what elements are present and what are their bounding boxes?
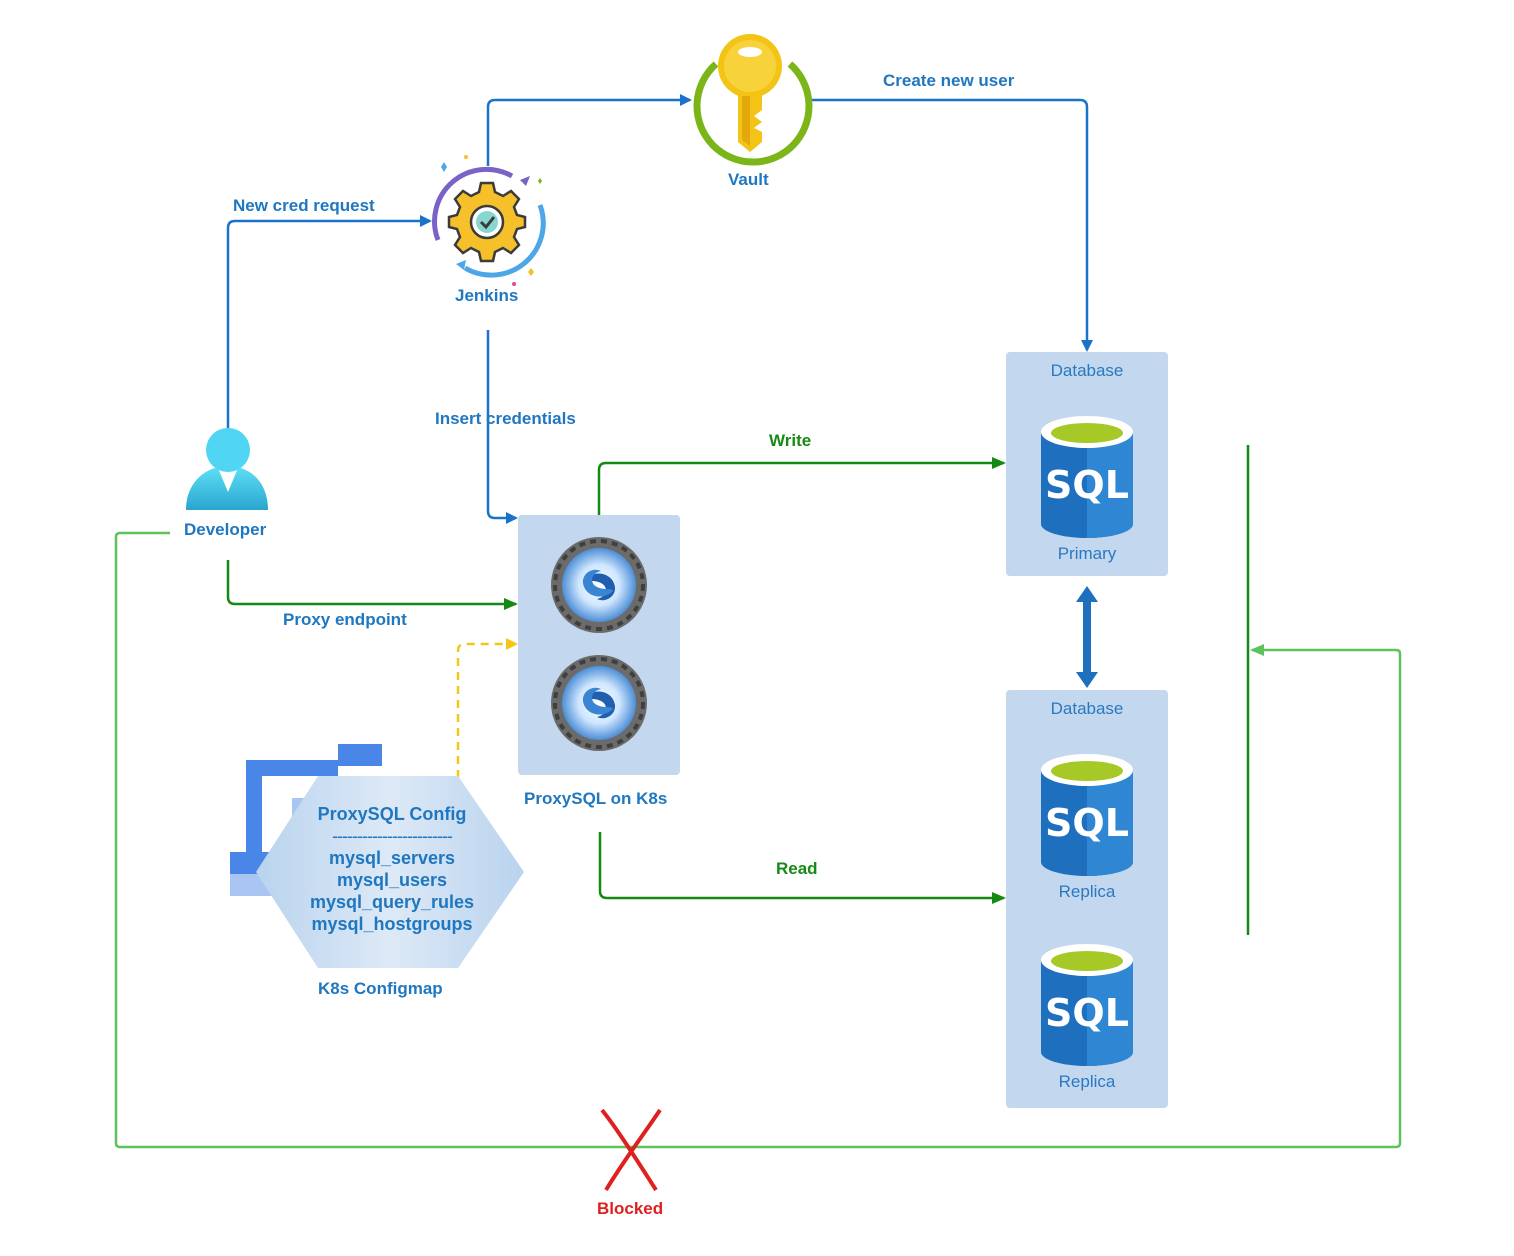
config-line: mysql_query_rules [309, 892, 475, 912]
config-divider: ------------------------ [332, 826, 453, 846]
sql-database-icon: SQL [1041, 944, 1133, 1066]
panel-title: Database [1050, 361, 1124, 380]
proxysql-panel[interactable] [518, 515, 680, 775]
edge-create-new-user [808, 98, 1093, 352]
panel-caption: Primary [1057, 544, 1117, 563]
label-configmap: K8s Configmap [318, 979, 443, 998]
replication-arrow-icon [1076, 586, 1098, 688]
gear-icon [432, 155, 546, 286]
edge-read [598, 832, 1006, 904]
edge-blocked [114, 531, 1402, 1149]
config-line: mysql_users [336, 870, 448, 890]
label-new-cred-request: New cred request [233, 196, 375, 215]
label-jenkins: Jenkins [455, 286, 519, 305]
edge-configmap [456, 638, 518, 778]
config-line: mysql_hostgroups [311, 914, 473, 934]
configmap-hexagon [256, 776, 524, 968]
sql-label: SQL [1045, 463, 1129, 507]
config-line: mysql_servers [328, 848, 456, 868]
key-icon [693, 34, 813, 166]
sql-label: SQL [1045, 991, 1129, 1035]
user-icon [186, 428, 268, 510]
label-insert-credentials: Insert credentials [435, 409, 576, 428]
config-title: ProxySQL Config [317, 804, 467, 824]
label-developer: Developer [184, 520, 267, 539]
label-proxysql: ProxySQL on K8s [524, 789, 668, 808]
label-create-new-user: Create new user [883, 71, 1015, 90]
configmap-icon [230, 744, 524, 968]
label-vault: Vault [728, 170, 769, 189]
proxysql-icon [549, 535, 649, 753]
edge-write [597, 457, 1006, 515]
blocked-x-icon [600, 1108, 662, 1192]
label-proxy-endpoint: Proxy endpoint [283, 610, 407, 629]
database-primary-panel[interactable]: Database SQL Primary [1006, 352, 1168, 576]
sql-label: SQL [1045, 801, 1129, 845]
panel-title: Database [1050, 699, 1124, 718]
edge-jenkins-vault [486, 94, 692, 166]
configmap-content: ProxySQL Config ------------------------… [282, 803, 502, 935]
database-replica-panel[interactable]: Database SQL Replica SQL Replica [1006, 690, 1168, 1108]
sql-database-icon: SQL [1041, 416, 1133, 538]
label-write: Write [769, 431, 812, 450]
panel-caption: Replica [1058, 1072, 1116, 1091]
panel-caption: Replica [1058, 882, 1116, 901]
label-read: Read [776, 859, 818, 878]
edge-proxy-endpoint [226, 560, 518, 610]
label-blocked: Blocked [597, 1199, 664, 1218]
sql-database-icon: SQL [1041, 754, 1133, 876]
edge-new-cred-request [226, 215, 432, 432]
edge-insert-credentials [486, 330, 518, 524]
